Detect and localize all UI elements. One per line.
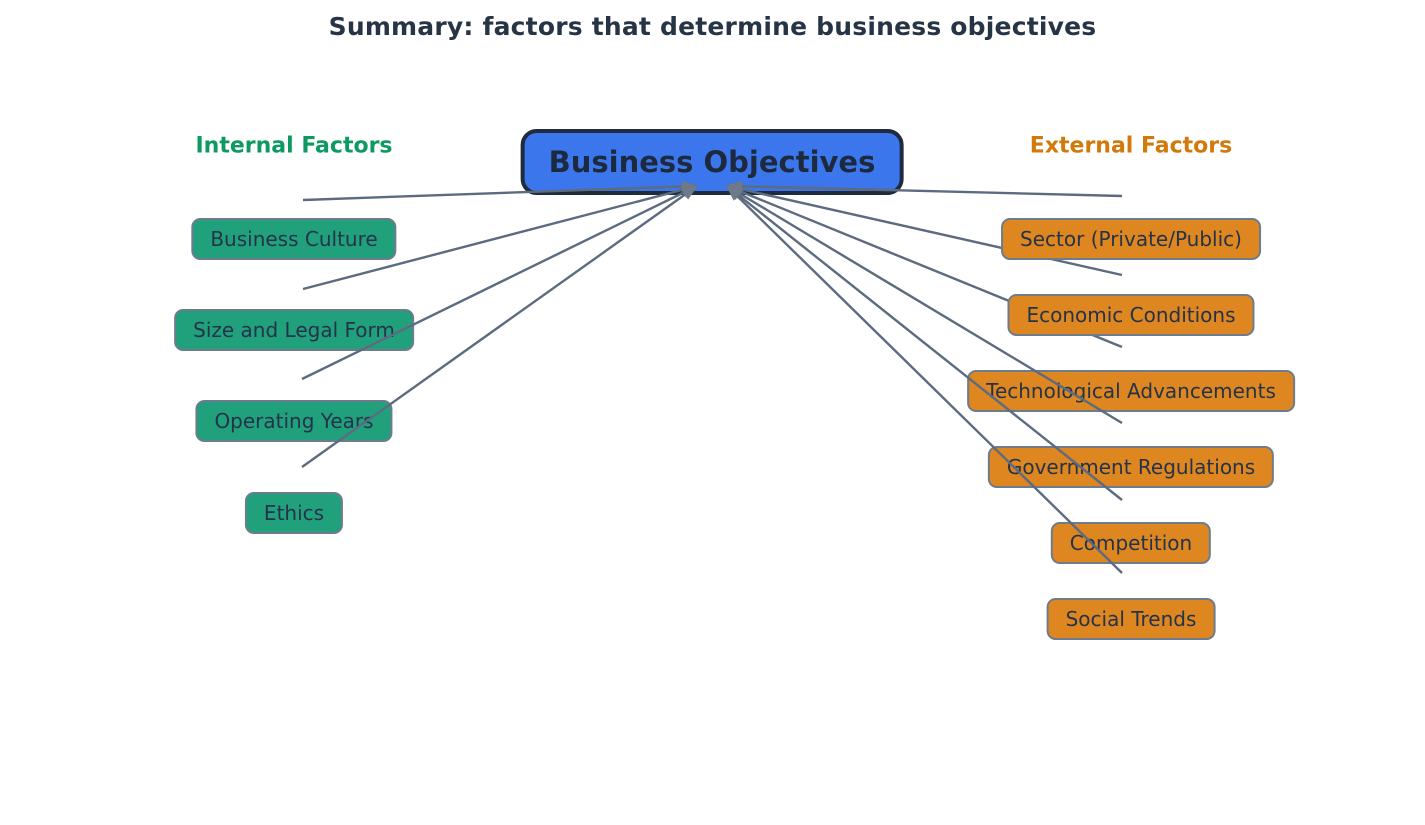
node-external-government-regulations: Government Regulations xyxy=(987,446,1275,488)
node-internal-operating-years: Operating Years xyxy=(195,400,393,442)
node-external-economic-conditions: Economic Conditions xyxy=(1007,294,1255,336)
node-internal-ethics: Ethics xyxy=(244,492,344,534)
internal-factors-heading: Internal Factors xyxy=(195,133,393,159)
node-external-technological-advancements: Technological Advancements xyxy=(967,370,1295,412)
node-internal-business-culture: Business Culture xyxy=(191,218,397,260)
external-factors-heading: External Factors xyxy=(1029,133,1233,159)
page-title: Summary: factors that determine business… xyxy=(328,12,1097,41)
node-internal-size-and-legal-form: Size and Legal Form xyxy=(174,309,414,351)
node-external-social-trends: Social Trends xyxy=(1046,598,1216,640)
node-external-competition: Competition xyxy=(1050,522,1212,564)
node-external-sector: Sector (Private/Public) xyxy=(1001,218,1261,260)
node-business-objectives: Business Objectives xyxy=(520,129,904,195)
